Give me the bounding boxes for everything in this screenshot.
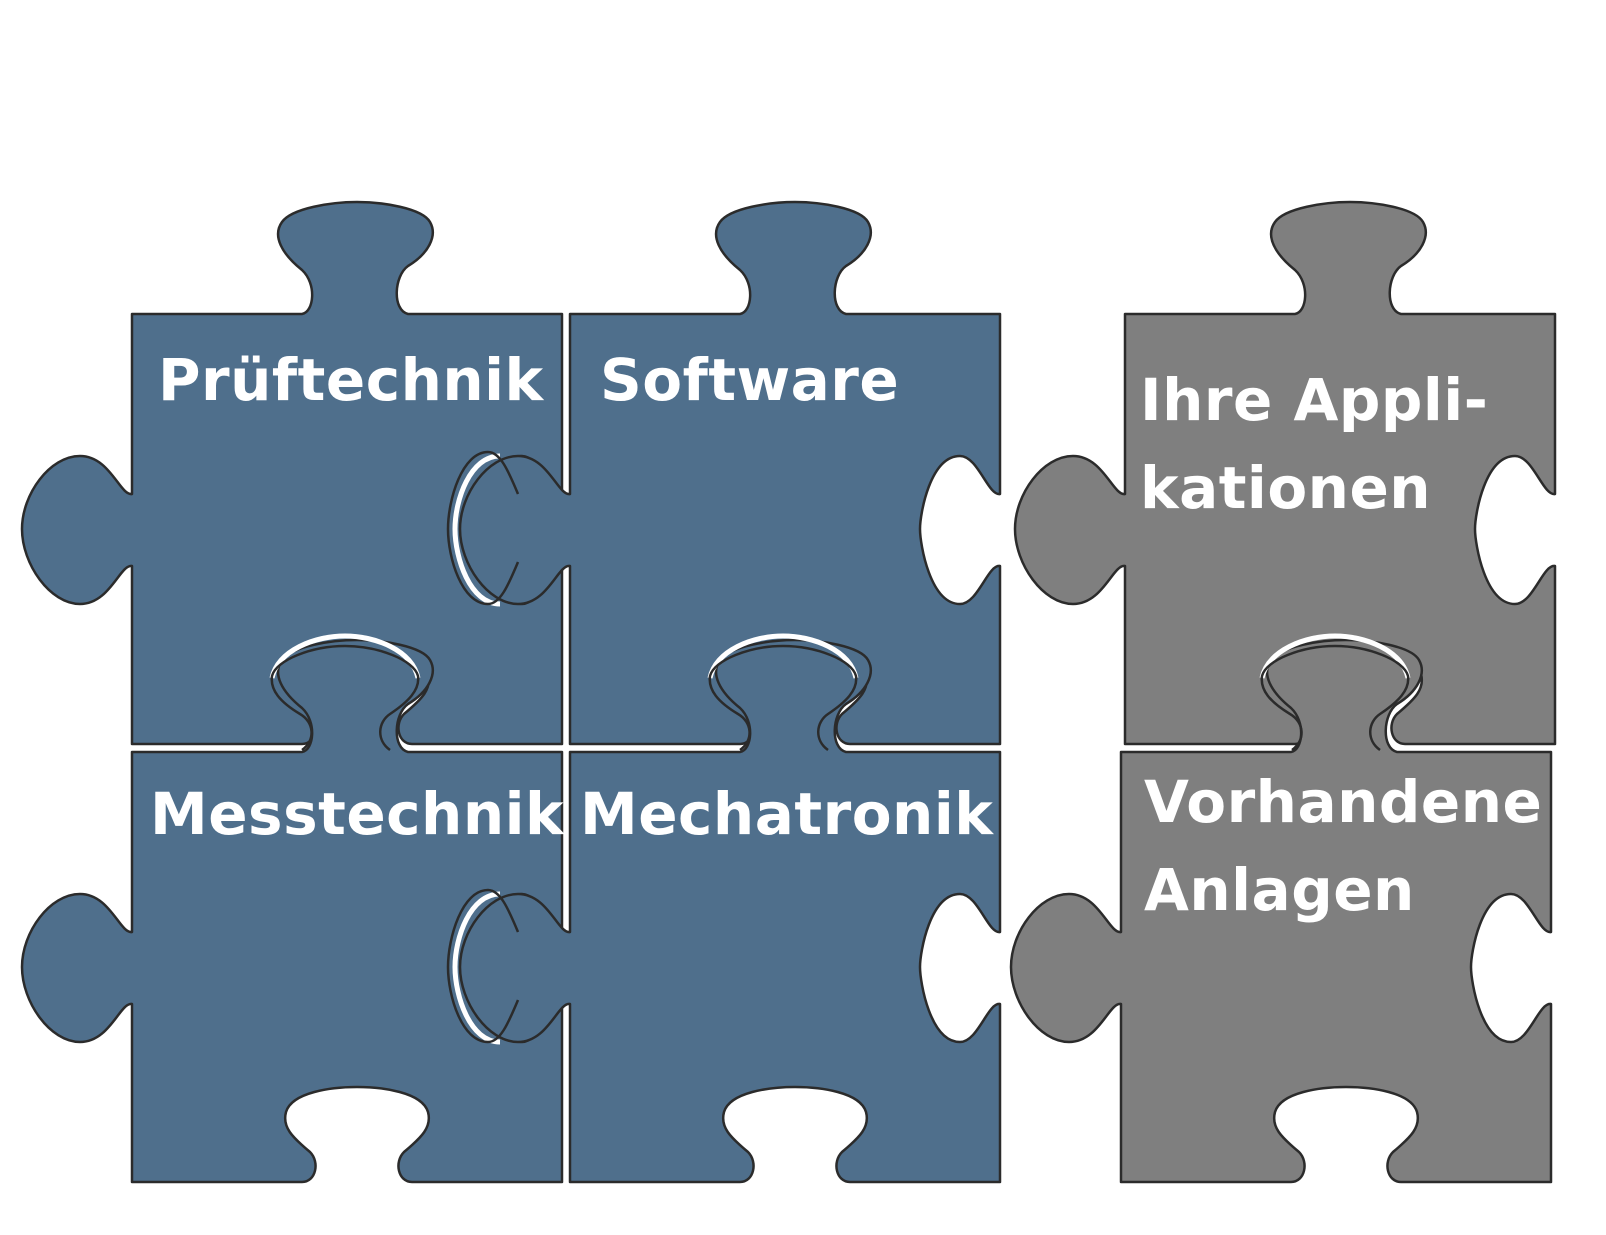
label-mechatronik: Mechatronik (580, 780, 994, 848)
label-vorhandene-anlagen-line2: Anlagen (1144, 856, 1415, 924)
label-messtechnik: Messtechnik (150, 780, 565, 848)
label-software: Software (600, 346, 899, 414)
join-tab-left-column (269, 633, 421, 752)
label-pruftechnik: Prüftechnik (158, 346, 545, 414)
join-tab-right-column (1259, 633, 1411, 752)
join-tab-middle-column (707, 633, 859, 752)
label-ihre-applikationen-line1: Ihre Appli- (1140, 366, 1488, 434)
label-ihre-applikationen-line2: kationen (1140, 454, 1431, 522)
join-tab-top-left-middle (446, 450, 520, 607)
label-vorhandene-anlagen-line1: Vorhandene (1144, 768, 1542, 836)
join-tab-bottom-left-middle (446, 888, 520, 1045)
